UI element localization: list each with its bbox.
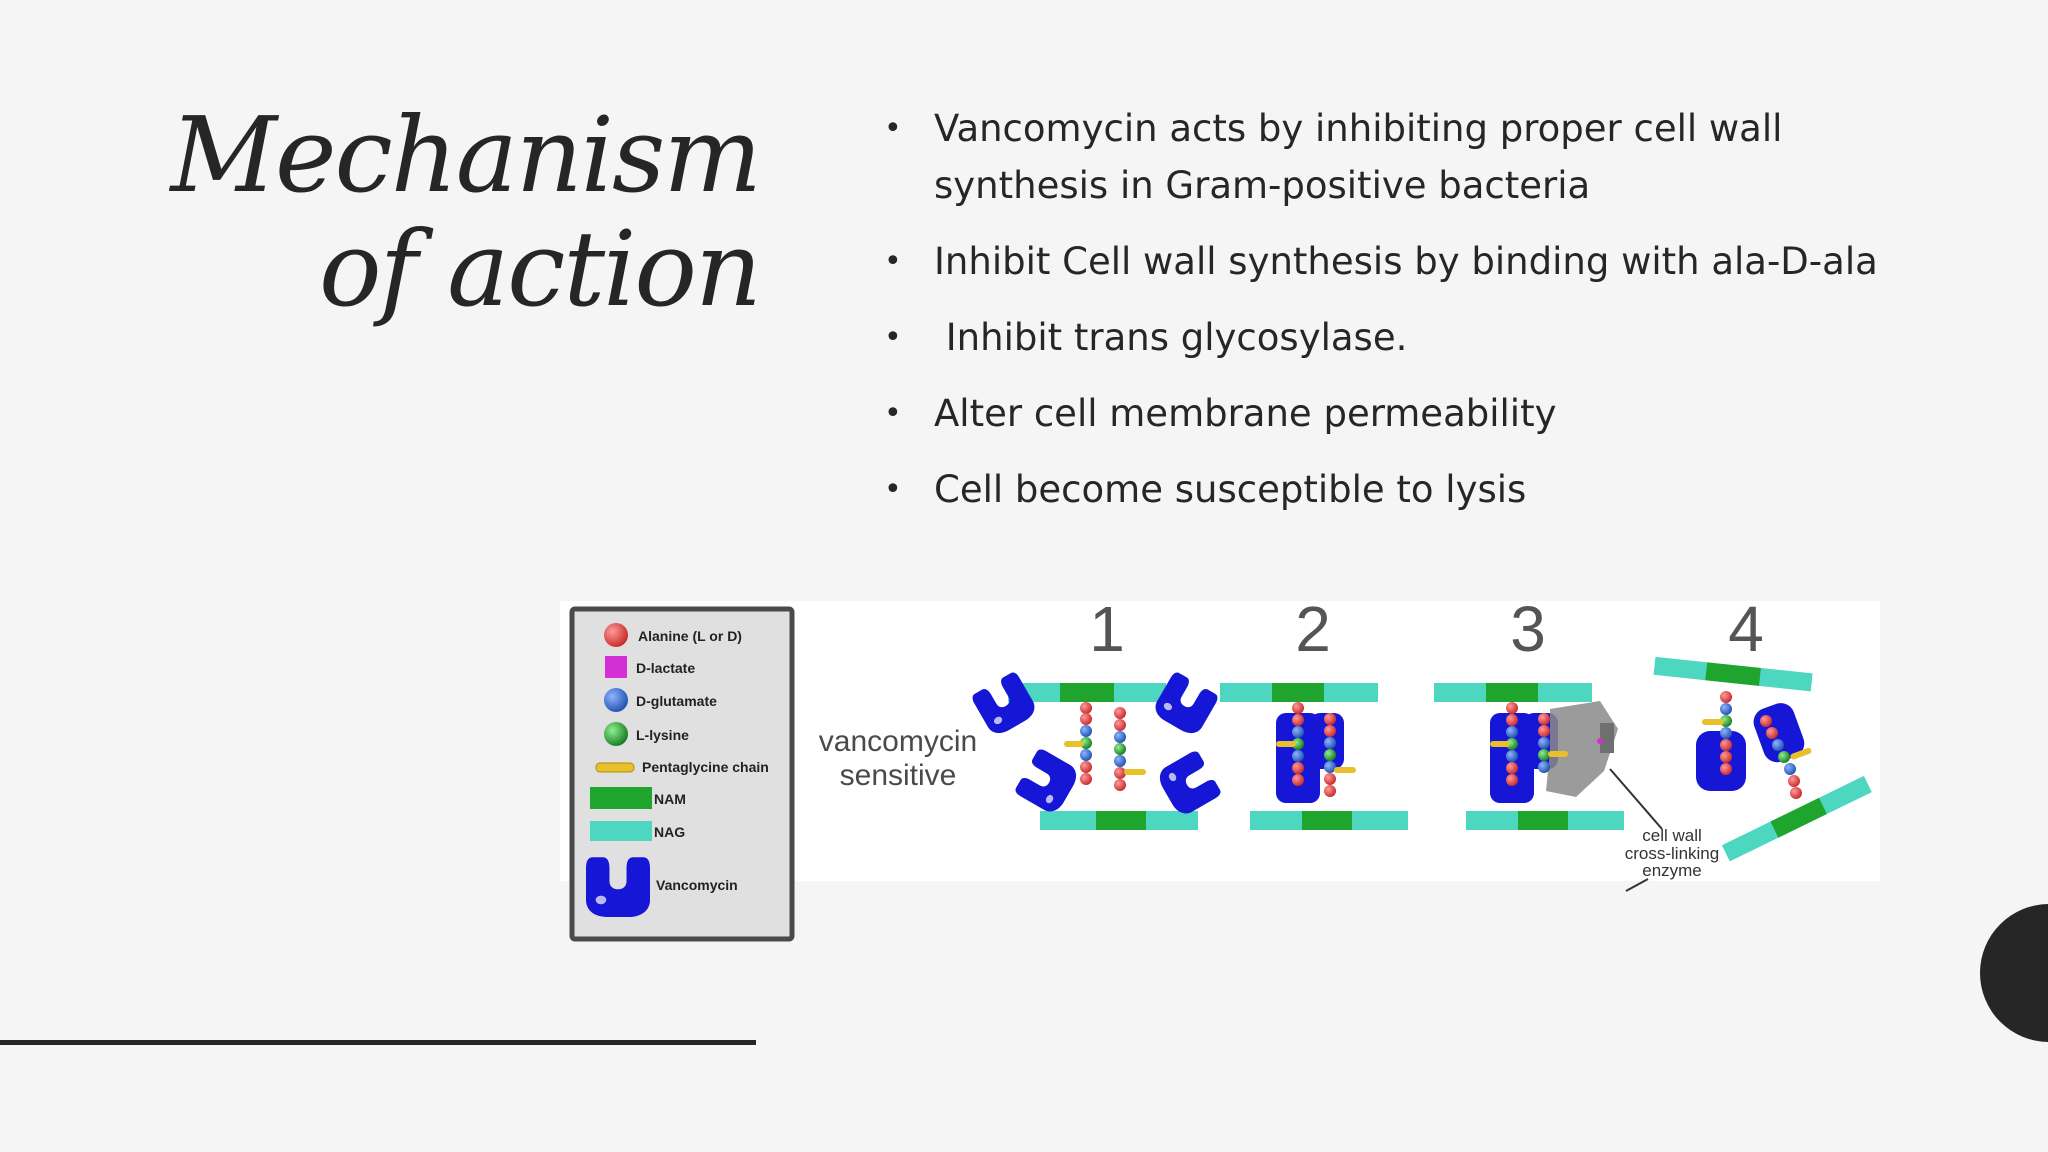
- figure-label-line-2: sensitive: [840, 759, 957, 792]
- bullet-dot: •: [884, 472, 902, 507]
- title-line-2: of action: [318, 208, 762, 330]
- legend-d-lactate: D-lactate: [636, 660, 695, 676]
- legend-vancomycin: Vancomycin: [656, 877, 738, 893]
- step-number-1: 1: [1089, 601, 1125, 665]
- step-4-diagram: [1653, 656, 1872, 862]
- enzyme-label-line-1: cell wall: [1642, 826, 1702, 845]
- l-lysine-icon: [604, 722, 628, 746]
- pentaglycine-icon: [595, 762, 635, 773]
- d-lactate-icon: [605, 656, 627, 678]
- step-number-4: 4: [1728, 601, 1764, 665]
- legend: Alanine (L or D) D-lactate D-glutamate L…: [569, 606, 795, 942]
- legend-nam: NAM: [654, 791, 686, 807]
- bullet-item: • Vancomycin acts by inhibiting proper ce…: [884, 100, 1884, 214]
- bottom-divider-line: [0, 1040, 756, 1045]
- slide-title: Mechanism of action: [170, 94, 762, 330]
- legend-d-glutamate: D-glutamate: [636, 693, 717, 709]
- bullet-text: Cell become susceptible to lysis: [934, 468, 1527, 511]
- bullet-text: Vancomycin acts by inhibiting proper cel…: [934, 107, 1783, 207]
- legend-pentaglycine: Pentaglycine chain: [642, 759, 769, 775]
- legend-l-lysine: L-lysine: [636, 727, 689, 743]
- bullet-text: Inhibit trans glycosylase.: [934, 316, 1408, 359]
- vancomycin-mechanism-figure: Alanine (L or D) D-lactate D-glutamate L…: [560, 601, 1880, 946]
- bullet-dot: •: [884, 111, 902, 146]
- figure-svg: Alanine (L or D) D-lactate D-glutamate L…: [560, 601, 1880, 942]
- legend-nag: NAG: [654, 824, 685, 840]
- step-number-2: 2: [1295, 601, 1331, 665]
- bullet-text: Inhibit Cell wall synthesis by binding w…: [934, 240, 1878, 283]
- figure-label-line-1: vancomycin: [819, 725, 977, 758]
- bullet-item: • Cell become susceptible to lysis: [884, 461, 1884, 518]
- step-number-3: 3: [1510, 601, 1546, 665]
- alanine-icon: [604, 623, 628, 647]
- title-line-1: Mechanism: [170, 94, 762, 216]
- bullet-item: • Inhibit Cell wall synthesis by binding …: [884, 233, 1884, 290]
- step-3-diagram: cell wall cross-linking enzyme: [1434, 683, 1719, 892]
- bullet-item: • Alter cell membrane permeability: [884, 385, 1884, 442]
- d-glutamate-icon: [604, 688, 628, 712]
- legend-alanine: Alanine (L or D): [638, 628, 742, 644]
- step-2-diagram: [1220, 683, 1408, 830]
- enzyme-label-line-3: enzyme: [1642, 861, 1702, 880]
- step-1-diagram: [970, 670, 1223, 830]
- enzyme-label-line-2: cross-linking: [1625, 844, 1719, 863]
- bullet-dot: •: [884, 320, 902, 355]
- nag-icon: [590, 821, 652, 841]
- bullet-dot: •: [884, 244, 902, 279]
- bullet-list: • Vancomycin acts by inhibiting proper ce…: [884, 100, 1884, 537]
- corner-decoration-circle: [1980, 904, 2048, 1042]
- nam-icon: [590, 787, 652, 809]
- bullet-text: Alter cell membrane permeability: [934, 392, 1557, 435]
- bullet-dot: •: [884, 396, 902, 431]
- bullet-item: • Inhibit trans glycosylase.: [884, 309, 1884, 366]
